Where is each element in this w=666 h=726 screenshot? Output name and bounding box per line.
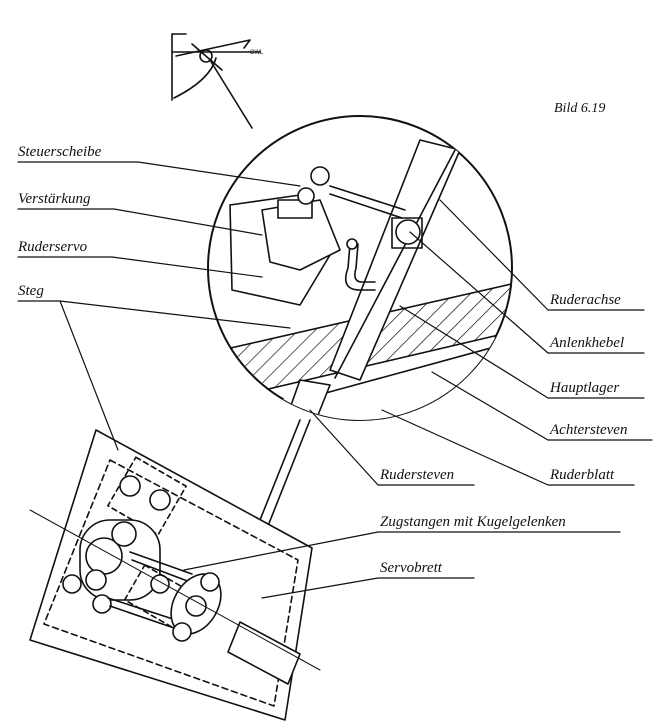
label-ruderservo: Ruderservo bbox=[18, 239, 88, 255]
label-servobrett: Servobrett bbox=[380, 560, 442, 576]
label-achtersteven: Achtersteven bbox=[550, 422, 628, 438]
small-hull-sketch bbox=[171, 33, 261, 101]
servo-board bbox=[29, 429, 321, 721]
label-anlenkhebel: Anlenkhebel bbox=[550, 335, 625, 351]
figure-number: Bild 6.19 bbox=[554, 101, 606, 116]
label-hauptlager: Hauptlager bbox=[550, 380, 620, 396]
label-rudersteven: Rudersteven bbox=[380, 467, 455, 483]
label-zugstangen: Zugstangen mit Kugelgelenken bbox=[380, 514, 566, 530]
label-ruderachse: Ruderachse bbox=[550, 292, 621, 308]
cwl-mark: CWL bbox=[250, 50, 264, 56]
leader-lines bbox=[17, 161, 653, 599]
label-ruderblatt: Ruderblatt bbox=[550, 467, 615, 483]
label-verstaerkung: Verstärkung bbox=[18, 191, 91, 207]
label-steg: Steg bbox=[18, 283, 44, 299]
detail-leader bbox=[209, 59, 253, 129]
detail-contents bbox=[208, 139, 512, 420]
label-steuerscheibe: Steuerscheibe bbox=[18, 144, 102, 160]
